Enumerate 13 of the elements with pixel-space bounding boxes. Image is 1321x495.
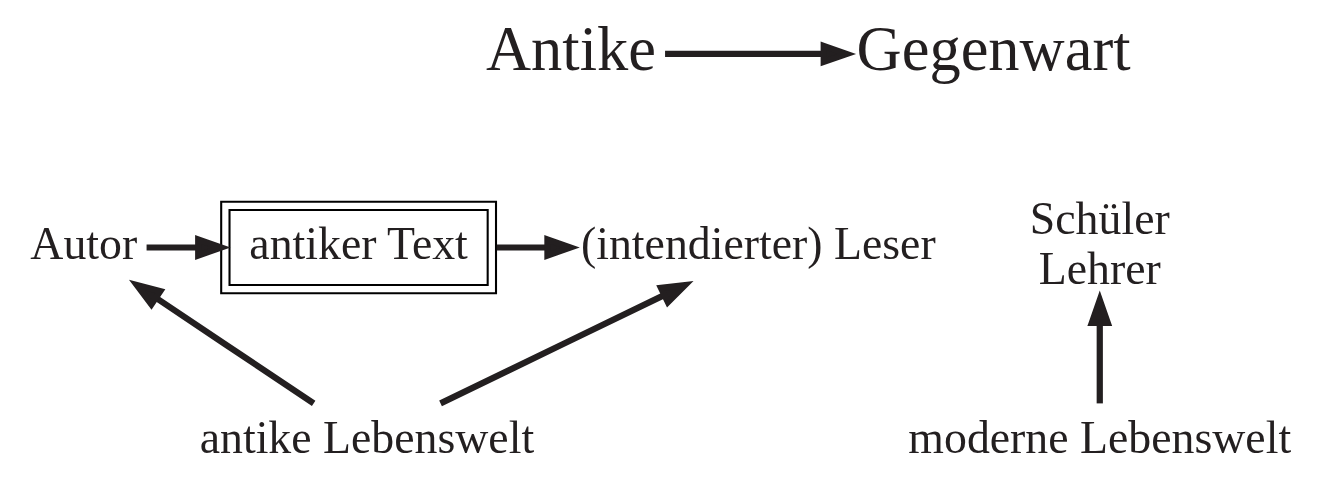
node-text: (intendierter) Leser [580,218,936,270]
node-text: Schüler Lehrer [1029,193,1170,295]
node-box: antiker Text [219,200,497,295]
node-text: moderne Lebenswelt [907,411,1291,463]
arrow [1086,290,1112,404]
arrow [438,280,694,407]
node-text: Antike [485,13,656,84]
arrow [128,279,315,406]
arrow [664,41,856,67]
node-text: Autor [29,218,137,270]
node-text: Gegenwart [856,13,1131,84]
node-text: antike Lebenswelt [199,411,534,463]
arrow [496,235,580,260]
